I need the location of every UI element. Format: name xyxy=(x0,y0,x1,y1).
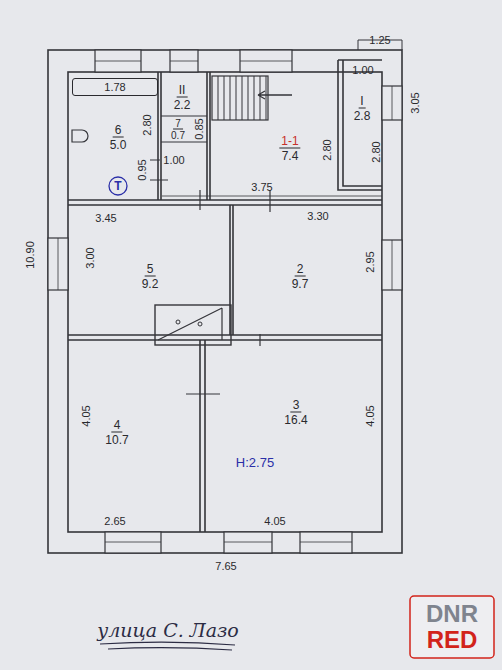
stair-step xyxy=(260,76,261,120)
stove xyxy=(176,320,180,324)
stair-step xyxy=(236,76,237,120)
dimension: 4.05 xyxy=(80,405,92,426)
room-number: 7 xyxy=(173,118,183,130)
stair-step xyxy=(218,76,219,120)
window xyxy=(105,532,161,553)
window-pane xyxy=(58,61,392,542)
room-number: 5 xyxy=(145,262,156,277)
street-name: улица С. Лазо xyxy=(97,619,239,641)
room-area: 7.4 xyxy=(280,149,301,163)
stove xyxy=(155,305,231,345)
door-mark xyxy=(150,160,270,394)
window xyxy=(300,532,352,553)
dimension: 2.95 xyxy=(364,251,376,272)
wall xyxy=(200,340,205,532)
dimension: 4.05 xyxy=(264,515,285,527)
watermark: RED xyxy=(427,627,478,653)
room: I2.8 xyxy=(343,60,382,186)
dimension: 2.80 xyxy=(370,141,382,162)
dimension: 4.05 xyxy=(364,405,376,426)
dimension: 0.95 xyxy=(136,159,148,180)
room-number: II xyxy=(177,83,188,98)
room-area: 9.2 xyxy=(140,277,161,291)
wall xyxy=(158,72,161,200)
dimension: 3.00 xyxy=(84,247,96,268)
wall xyxy=(207,72,210,200)
room-label: 65.0 xyxy=(108,123,129,152)
room-number: 6 xyxy=(113,123,124,138)
watermark-box xyxy=(410,596,494,658)
room-area: 5.0 xyxy=(108,138,129,152)
room-label: 410.7 xyxy=(103,418,130,447)
wall xyxy=(68,200,382,205)
room-label: 29.7 xyxy=(290,262,311,291)
dimension: 1.00 xyxy=(352,64,373,76)
stair-steps xyxy=(218,76,266,120)
wall xyxy=(338,60,382,190)
room-number: 4 xyxy=(112,418,123,433)
t-symbol xyxy=(109,177,127,195)
room: 1-17.4 xyxy=(210,72,338,200)
dimension: 1.25 xyxy=(369,34,390,46)
dimension: 3.05 xyxy=(409,92,421,113)
dimension: 2.80 xyxy=(141,114,153,135)
room: 29.7 xyxy=(233,205,382,335)
room-label: 316.4 xyxy=(282,398,309,427)
stair-step xyxy=(266,76,267,120)
bathtub: 1.78 xyxy=(72,78,158,96)
dimension: 1.00 xyxy=(163,154,184,166)
dimension: 7.65 xyxy=(215,560,236,572)
stove xyxy=(198,322,202,326)
stair-arrow xyxy=(258,91,292,99)
window xyxy=(224,532,272,553)
room-label: 1-17.4 xyxy=(279,134,300,163)
room: II2.2 xyxy=(161,72,207,116)
dimension: 3.75 xyxy=(251,181,272,193)
dimension: 10.90 xyxy=(24,241,36,269)
inner-wall xyxy=(68,72,382,532)
stair-step xyxy=(254,76,255,120)
toilet xyxy=(72,130,88,142)
stair-step xyxy=(248,76,249,120)
wall xyxy=(68,335,382,340)
dimension: 0.85 xyxy=(193,118,205,139)
dimension: 3.45 xyxy=(95,212,116,224)
room-number: I xyxy=(358,94,365,109)
room-label: II2.2 xyxy=(172,83,193,112)
room-label: I2.8 xyxy=(352,94,373,123)
ceiling-height: H:2.75 xyxy=(236,457,274,469)
room: 316.4 xyxy=(205,340,382,532)
stairs xyxy=(212,76,268,120)
dimension: 3.30 xyxy=(307,210,328,222)
room: 65.0 1.78 xyxy=(68,72,158,200)
room-area: 0.7 xyxy=(169,130,187,141)
room-label: 70.7 xyxy=(169,118,187,141)
outer-wall xyxy=(48,50,402,553)
dimension-line xyxy=(162,196,382,197)
dimension: 2.80 xyxy=(321,139,333,160)
stair-step xyxy=(230,76,231,120)
fixture-size: 1.78 xyxy=(104,81,125,93)
dimension: 2.65 xyxy=(104,515,125,527)
stove xyxy=(158,308,222,340)
watermark: DNR xyxy=(426,601,478,627)
room-number: 1-1 xyxy=(279,134,300,149)
room-area: 9.7 xyxy=(290,277,311,291)
stair-step xyxy=(242,76,243,120)
wall xyxy=(161,116,207,142)
stair-step xyxy=(224,76,225,120)
room-area: 2.8 xyxy=(352,109,373,123)
room: 59.2 xyxy=(68,205,230,335)
room-area: 2.2 xyxy=(172,98,193,112)
symbol-letter: T xyxy=(114,180,121,192)
room-number: 2 xyxy=(295,262,306,277)
room-area: 10.7 xyxy=(103,433,130,447)
street-underline xyxy=(100,642,235,650)
room: 410.7 xyxy=(68,340,200,532)
room-area: 16.4 xyxy=(282,413,309,427)
room-number: 3 xyxy=(291,398,302,413)
room-label: 59.2 xyxy=(140,262,161,291)
